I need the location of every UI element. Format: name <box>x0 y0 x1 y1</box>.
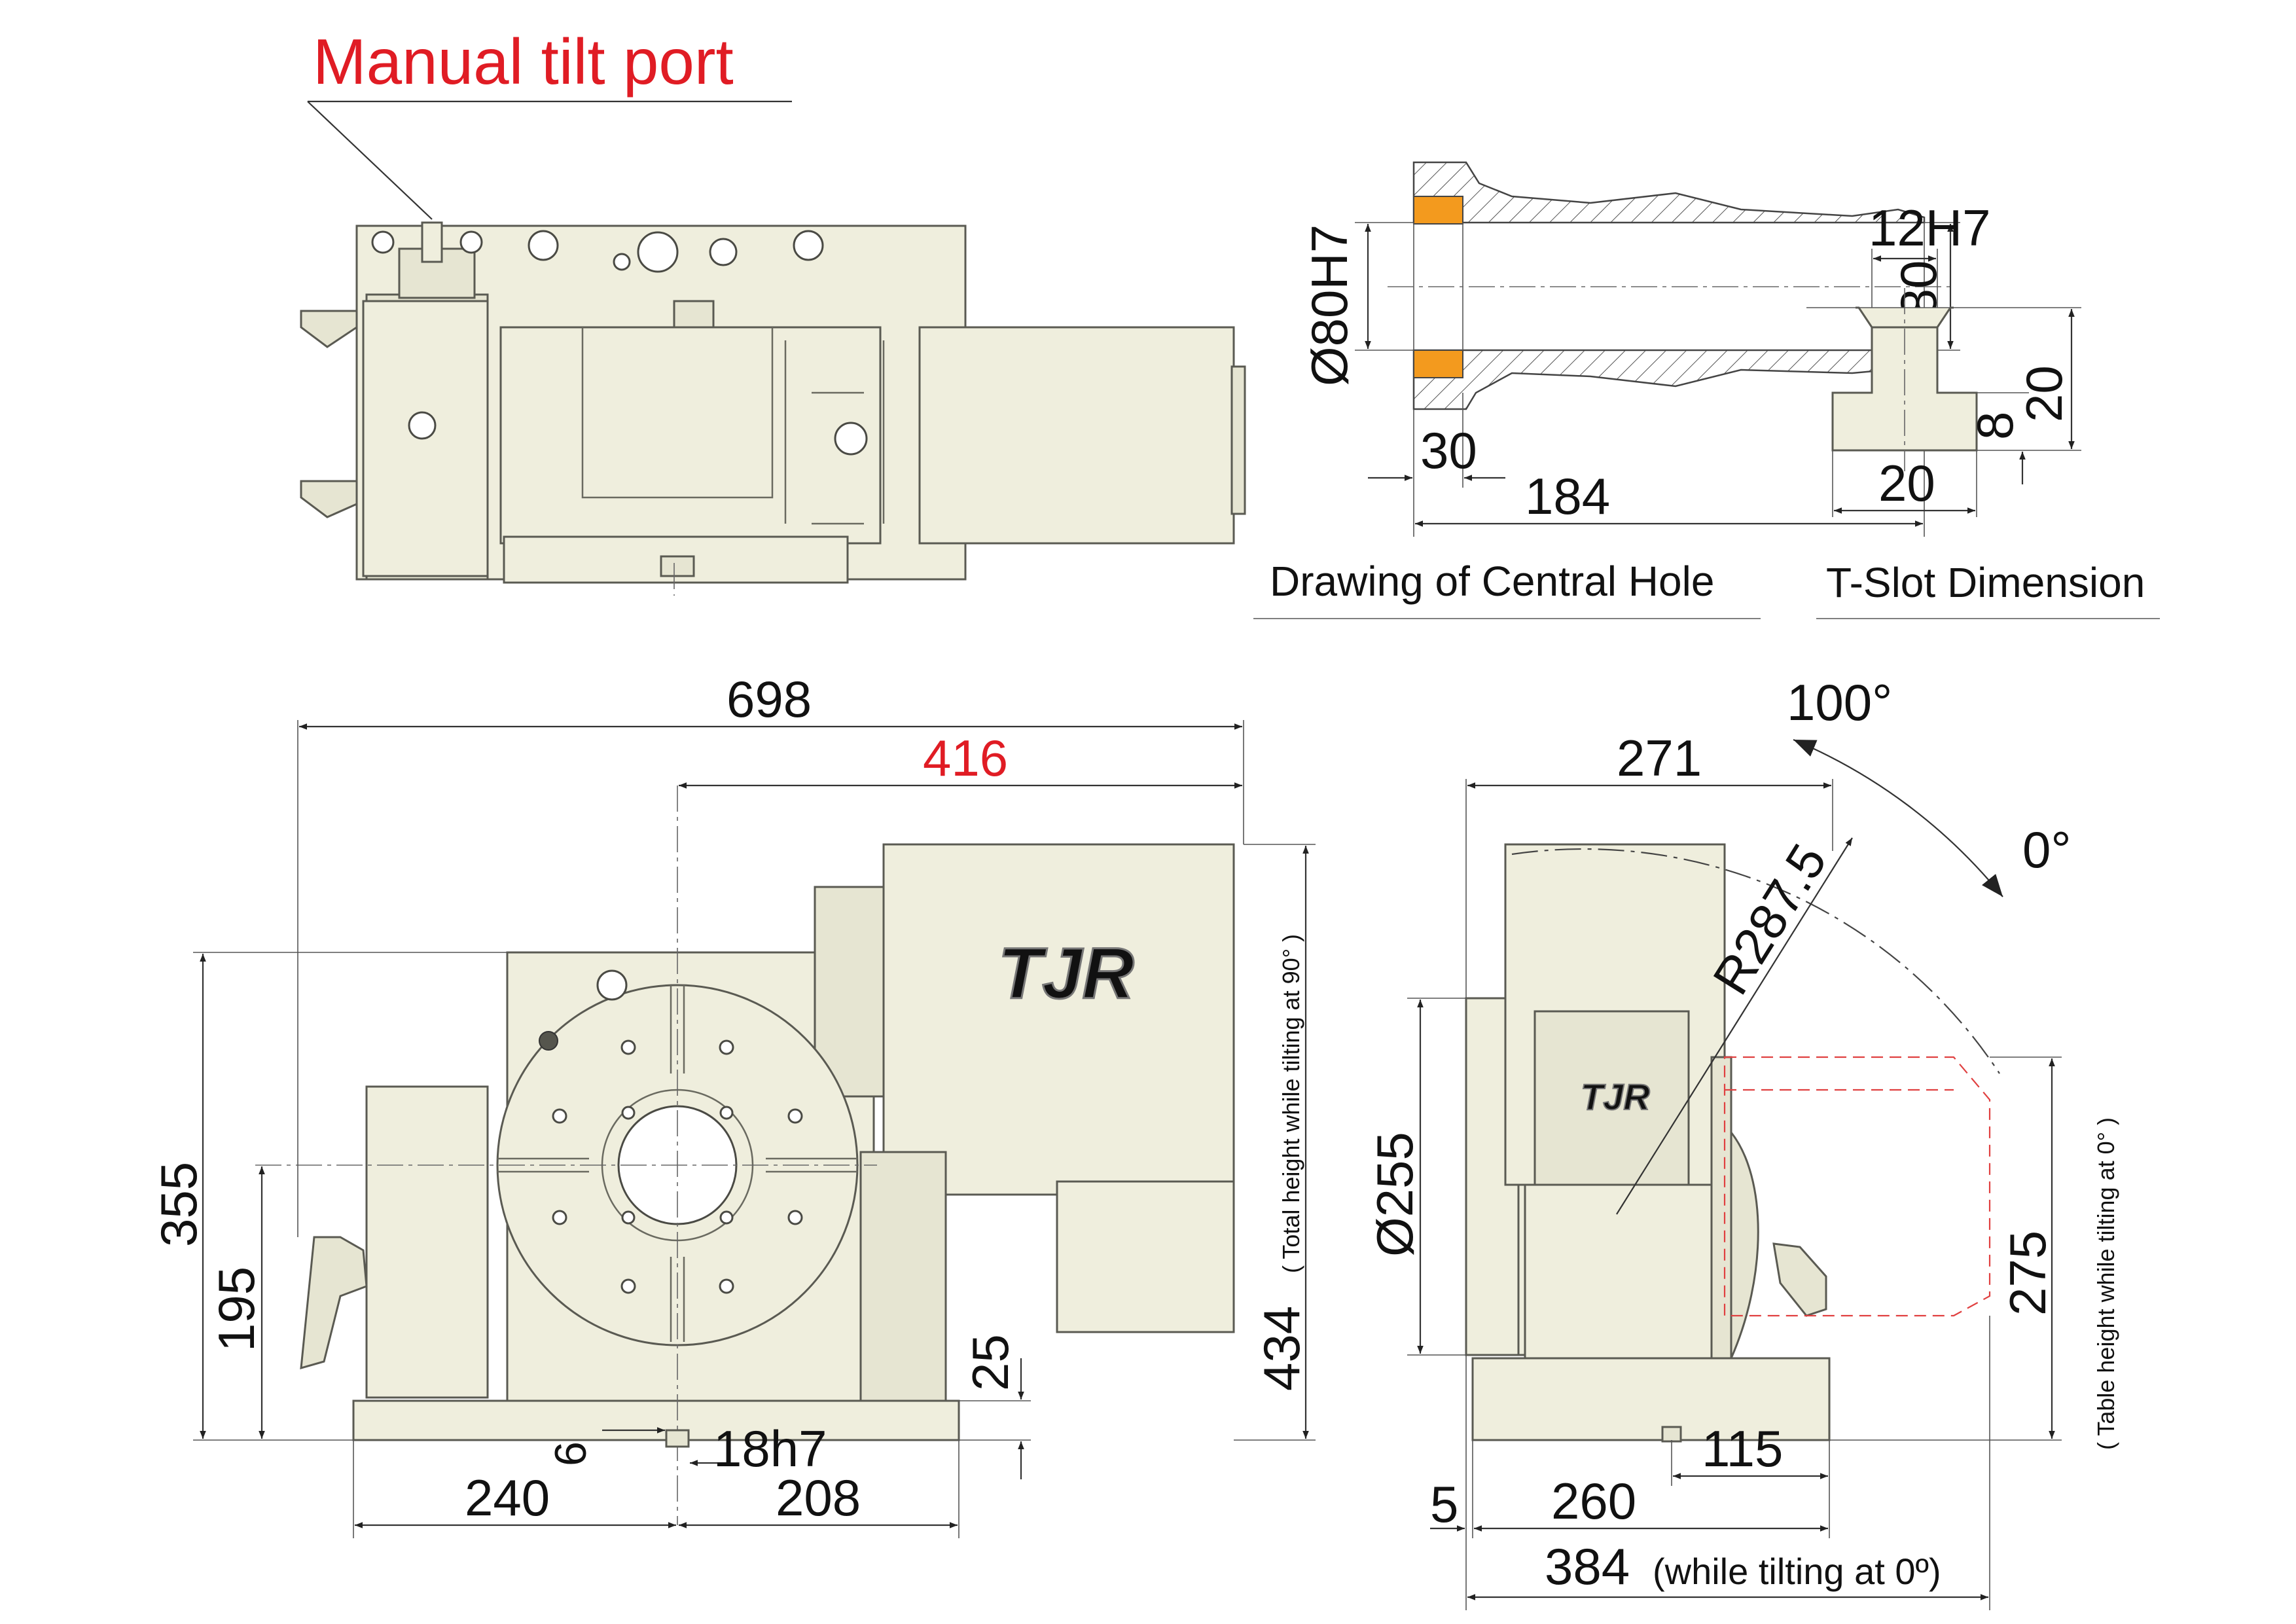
note-table-height-0: ( Table height while tilting at 0° ) <box>2092 1117 2119 1450</box>
dim-edge-offset: 5 <box>1430 1475 1458 1533</box>
top-hole-6 <box>637 231 679 273</box>
top-hole-2 <box>459 230 483 254</box>
top-inner-pocket <box>581 327 774 499</box>
top-hole-5 <box>709 238 738 266</box>
dim-key-width: 18h7 <box>713 1420 827 1477</box>
dim-key-offset-side: 115 <box>1702 1420 1783 1477</box>
manual-tilt-port <box>421 221 443 263</box>
dim-overall-length: 698 <box>726 670 812 728</box>
front-indicator <box>539 1031 558 1051</box>
front-bolt <box>719 1210 734 1225</box>
front-bolt <box>621 1210 636 1225</box>
top-clamp <box>673 300 715 329</box>
dim-slot-width: 12H7 <box>1869 199 1990 257</box>
side-angle-max: 100° <box>1787 674 1892 731</box>
dim-motor-length: 416 <box>923 729 1008 787</box>
top-hole-9 <box>834 422 868 456</box>
dim-table-dia: Ø255 <box>1366 1132 1424 1257</box>
front-bolt <box>620 1039 636 1055</box>
t-slot-caption: T-Slot Dimension <box>1826 559 2145 606</box>
side-plate <box>1534 1010 1690 1186</box>
front-tslot-h <box>497 1157 857 1173</box>
front-bolt <box>552 1210 567 1225</box>
top-gear-housing <box>499 326 882 545</box>
side-handle <box>1772 1242 1827 1317</box>
dim-line-radius <box>1616 837 1853 1215</box>
front-bolt <box>787 1108 803 1124</box>
front-left-block <box>365 1085 489 1399</box>
dim-side-width: 271 <box>1617 729 1702 787</box>
side-base <box>1471 1357 1831 1441</box>
dim-base-length: 260 <box>1551 1472 1636 1530</box>
front-bolt <box>719 1278 734 1294</box>
insert-lower <box>1413 350 1463 378</box>
side-swing-arc <box>1511 848 2000 1074</box>
dim-head-width: 20 <box>1878 454 1935 512</box>
t-slot-detail: 12H7 20 8 20 T-Slot Dimension <box>1806 199 2160 619</box>
side-clamp <box>1730 1129 1759 1359</box>
top-hole-1 <box>371 230 395 254</box>
dim-center-height: 195 <box>207 1267 265 1352</box>
side-logo: TJR <box>1581 1076 1650 1117</box>
top-hole-7 <box>613 253 631 271</box>
front-bolt <box>719 1039 734 1055</box>
callout-leader <box>307 101 433 220</box>
dim-left-to-center: 240 <box>465 1469 550 1526</box>
front-key <box>665 1429 690 1448</box>
front-bolt <box>719 1106 734 1120</box>
dim-total-depth: 20 <box>2015 365 2073 422</box>
top-motor-cap <box>1230 365 1246 515</box>
note-length-0: (while tilting at 0º) <box>1653 1551 1941 1592</box>
side-tilted-table <box>1723 1056 1991 1317</box>
side-key <box>1661 1426 1682 1443</box>
dim-length-0: 384 <box>1545 1538 1630 1595</box>
top-hole-3 <box>528 230 559 261</box>
front-tslot-v <box>670 985 685 1342</box>
front-handle <box>300 1236 368 1370</box>
top-slot-detail <box>784 340 885 525</box>
front-bolt <box>787 1210 803 1225</box>
insert-upper <box>1413 196 1463 225</box>
top-view: Manual tilt port <box>300 26 1246 596</box>
front-view: TJR 698 416 355 195 25 434 ( Total heigh… <box>150 670 1316 1538</box>
front-bolt <box>552 1108 567 1124</box>
front-base <box>352 1399 960 1441</box>
top-handle-knob <box>660 555 695 577</box>
central-hole-caption: Drawing of Central Hole <box>1270 558 1714 605</box>
front-bolt <box>621 1106 636 1120</box>
dim-key-offset: 6 <box>546 1441 596 1466</box>
side-angle-arc <box>1793 738 2003 897</box>
side-table-edge <box>1710 1056 1732 1360</box>
top-handle-upper <box>300 310 358 348</box>
dim-overall-height: 355 <box>150 1162 207 1247</box>
top-hole-8 <box>408 411 437 440</box>
dim-hole-length: 184 <box>1525 467 1610 525</box>
dim-table-height-0: 275 <box>1999 1231 2056 1316</box>
note-total-height-90: ( Total height while tilting at 90° ) <box>1278 934 1304 1273</box>
front-motor <box>882 843 1235 1196</box>
hole-wall-upper <box>1412 161 1926 224</box>
front-logo: TJR <box>998 933 1134 1014</box>
front-right-support <box>859 1151 947 1402</box>
dim-total-height-90: 434 <box>1253 1306 1310 1391</box>
front-bolt <box>620 1278 636 1294</box>
dim-base-thickness: 25 <box>961 1334 1019 1391</box>
side-angle-zero: 0° <box>2022 821 2072 878</box>
dim-neck-height: 8 <box>1966 412 2024 440</box>
front-top-hole <box>596 969 628 1001</box>
top-handle-lower <box>300 480 358 518</box>
top-hole-4 <box>793 230 824 261</box>
dim-counterbore-depth: 30 <box>1420 422 1477 479</box>
front-motor-lower <box>1056 1180 1235 1333</box>
top-motor-body <box>918 326 1235 545</box>
dim-center-to-right: 208 <box>776 1469 861 1526</box>
side-view: TJR 100° 0° R287.5 271 Ø255 275 ( Table … <box>1366 674 2119 1610</box>
manual-tilt-port-label: Manual tilt port <box>313 26 734 98</box>
dim-bore-fit: Ø80H7 <box>1300 225 1358 386</box>
central-hole-detail: Ø80H7 Ø80 30 184 Drawing of Central Hole <box>1253 161 1960 619</box>
